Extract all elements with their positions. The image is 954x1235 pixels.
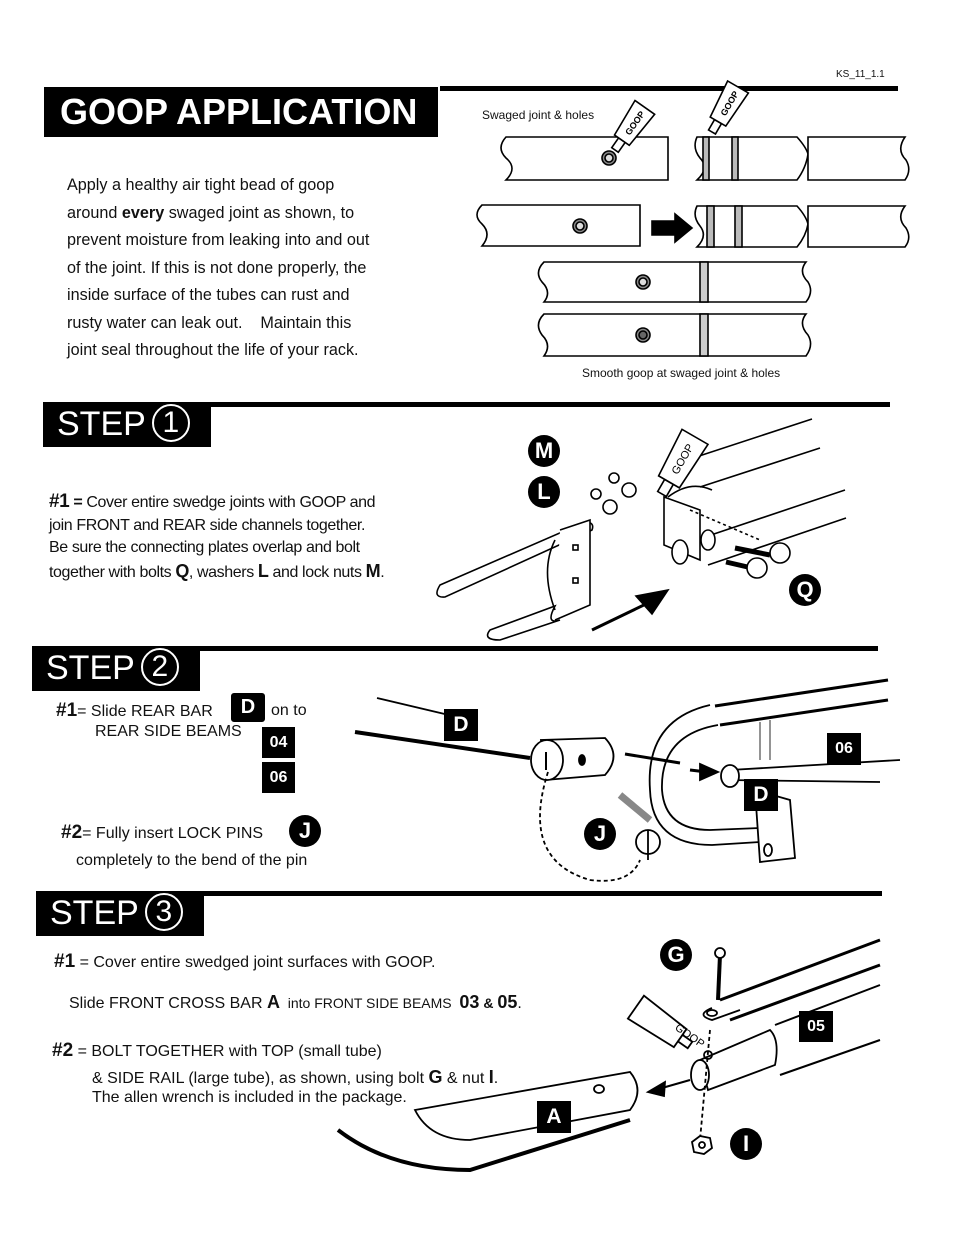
step2-num-2: #2 — [61, 822, 83, 843]
goop-line-2: around every swaged joint as shown, to — [67, 200, 407, 228]
badge-j-diagram: J — [584, 818, 616, 850]
svg-text:GOOP: GOOP — [719, 89, 741, 117]
step3-label: STEP — [50, 894, 139, 932]
badge-d-diagram-2: D — [744, 779, 778, 811]
goop-line-2-post: swaged joint as shown, to — [164, 203, 355, 222]
goop-line-6: rusty water can leak out. Maintain this — [67, 313, 352, 332]
step2-item1-text: = Slide REAR BAR — [77, 703, 213, 720]
badge-l: L — [528, 476, 560, 508]
step1-line-3: Be sure the connecting plates overlap an… — [49, 539, 360, 556]
washer-ref-l: L — [257, 560, 269, 581]
step2-item-1: #1= Slide REAR BAR — [56, 700, 213, 723]
beam-ref-05: 05 — [497, 992, 518, 1012]
step2-item-2: #2= Fully insert LOCK PINS — [61, 822, 263, 845]
step3-item2-line3: The allen wrench is included in the pack… — [92, 1089, 407, 1106]
step1-line4-d: . — [380, 563, 385, 581]
badge-06-diagram: 06 — [827, 733, 861, 765]
slide-dot: . — [517, 995, 522, 1012]
step3-item1-text: = Cover entire swedged joint surfaces wi… — [75, 954, 436, 971]
goop-line-1: Apply a healthy air tight bead of goop — [67, 176, 335, 194]
step3-item2-d: . — [493, 1070, 499, 1087]
goop-application-title: GOOP APPLICATION — [44, 87, 438, 137]
goop-line-3: prevent moisture from leaking into and o… — [67, 231, 370, 249]
badge-m: M — [528, 435, 560, 467]
step1-line-1: #1 = Cover entire swedge joints with GOO… — [49, 491, 409, 515]
goop-line-2-bold: every — [121, 203, 165, 222]
badge-g: G — [660, 939, 692, 971]
step3-number: 3 — [144, 893, 183, 931]
step3-item2-c: & nut — [442, 1070, 489, 1087]
badge-a-diagram: A — [537, 1101, 571, 1133]
step3-item-1: #1 = Cover entire swedged joint surfaces… — [54, 951, 435, 974]
badge-05-diagram: 05 — [799, 1011, 833, 1042]
goop-line-7: joint seal throughout the life of your r… — [67, 341, 359, 359]
step2-item1-onto: on to — [271, 702, 307, 719]
beam-ref-03: 03 — [459, 992, 480, 1012]
header-rule — [440, 86, 898, 91]
badge-j-inline: J — [289, 815, 321, 847]
step2-diagram — [354, 678, 901, 882]
step3-num-2: #2 — [52, 1040, 74, 1061]
document-code: KS_11_1.1 — [836, 69, 885, 80]
badge-q: Q — [789, 574, 821, 606]
step3-item-2: #2 = BOLT TOGETHER with TOP (small tube) — [52, 1040, 382, 1063]
step1-diagram: GOOP — [436, 418, 847, 641]
step3-item2-b: & SIDE RAIL (large tube), as shown, usin… — [92, 1070, 429, 1087]
step2-label: STEP — [46, 649, 135, 687]
step3-diagram: GOOP — [336, 938, 881, 1173]
goop-line-5: inside surface of the tubes can rust and — [67, 286, 350, 304]
step1-line-2: join FRONT and REAR side channels togeth… — [49, 516, 366, 534]
step1-label: STEP — [57, 405, 146, 443]
step1-line-4: together with bolts Q, washers L and loc… — [49, 560, 409, 585]
step1-eq: = — [69, 494, 87, 511]
step3-item2-line2: & SIDE RAIL (large tube), as shown, usin… — [92, 1066, 498, 1090]
slide-text-a: Slide FRONT CROSS BAR — [69, 995, 267, 1012]
step1-text-1: Cover entire swedge joints with GOOP and — [86, 494, 376, 511]
step3-rule — [204, 891, 882, 896]
badge-06: 06 — [262, 762, 295, 793]
step3-slide-line: Slide FRONT CROSS BAR A into FRONT SIDE … — [69, 991, 522, 1015]
goop-tube-label-2: GOOP — [670, 442, 697, 477]
caption-smooth-goop: Smooth goop at swaged joint & holes — [582, 366, 781, 380]
goop-diagram: GOOP GOOP — [476, 79, 910, 357]
step1-line4-a: together with bolts — [49, 563, 176, 581]
goop-tube-label-3: GOOP — [673, 1022, 707, 1051]
slide-amp: & — [479, 995, 498, 1011]
badge-i: I — [730, 1128, 762, 1160]
step2-item1-beams: REAR SIDE BEAMS — [95, 723, 242, 740]
step1-number: 1 — [151, 404, 190, 442]
badge-04: 04 — [262, 727, 295, 758]
goop-tube-label-1: GOOP — [623, 109, 647, 137]
goop-line-2-pre: around — [67, 203, 122, 222]
bolt-ref-q: Q — [175, 560, 189, 581]
step2-num-1: #1 — [56, 700, 78, 721]
cross-bar-ref-a: A — [266, 992, 280, 1012]
step1-instructions: #1 = Cover entire swedge joints with GOO… — [49, 491, 409, 584]
step3-item2-text: = BOLT TOGETHER with TOP (small tube) — [73, 1043, 382, 1060]
step1-rule — [210, 402, 890, 407]
badge-d-inline: D — [231, 693, 265, 722]
bolt-ref-g: G — [428, 1067, 443, 1087]
step2-item2-continued: completely to the bend of the pin — [76, 852, 308, 869]
step1-num-1: #1 — [49, 491, 70, 512]
badge-d-inline-label: D — [240, 696, 256, 718]
goop-line-4: of the joint. If this is not done proper… — [67, 258, 367, 277]
step3-num-1: #1 — [54, 951, 76, 972]
slide-text-b: into FRONT SIDE BEAMS — [279, 995, 460, 1011]
step2-rule — [200, 646, 878, 651]
badge-d-diagram-1: D — [444, 709, 478, 741]
nut-ref-i: I — [488, 1067, 494, 1087]
step2-number: 2 — [140, 648, 179, 686]
goop-instructions: Apply a healthy air tight bead of goop a… — [67, 172, 407, 365]
caption-swaged-joint: Swaged joint & holes — [482, 108, 595, 122]
step1-line4-b: , washers — [188, 563, 258, 581]
nut-ref-m: M — [365, 560, 381, 581]
step1-line4-c: and lock nuts — [268, 563, 366, 581]
step2-item2-text: = Fully insert LOCK PINS — [82, 825, 264, 842]
